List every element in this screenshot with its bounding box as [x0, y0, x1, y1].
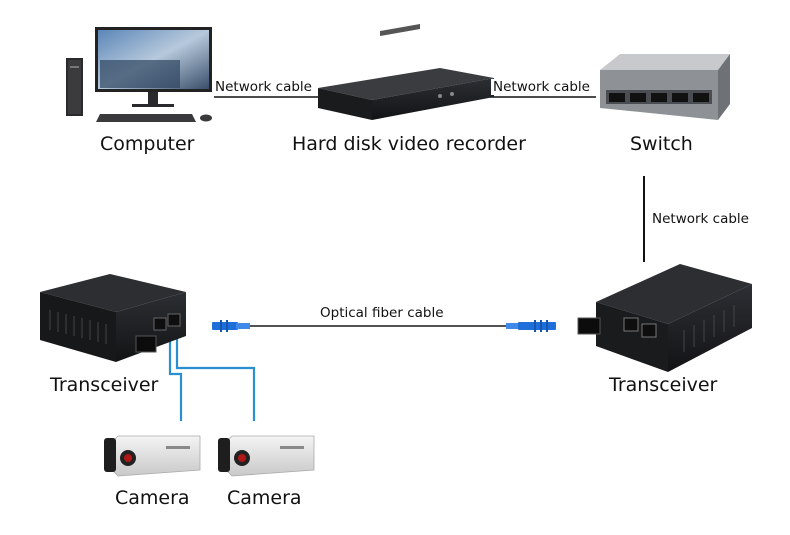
- fiber-connector-right-icon: [506, 320, 556, 332]
- node-label-camera-2: Camera: [227, 487, 302, 509]
- network-cables: [214, 97, 644, 262]
- link-label-fiber: Optical fiber cable: [318, 305, 446, 321]
- fiber-cable: [212, 320, 556, 332]
- transceiver-left-icon: [40, 274, 186, 362]
- transceiver-right-icon: [578, 264, 752, 372]
- node-label-transceiver-right: Transceiver: [609, 374, 717, 396]
- node-label-transceiver-left: Transceiver: [50, 374, 158, 396]
- link-label-recorder-switch: Network cable: [491, 79, 592, 95]
- link-label-computer-recorder: Network cable: [213, 79, 314, 95]
- camera-2-icon: [218, 436, 314, 476]
- node-label-camera-1: Camera: [115, 487, 190, 509]
- computer-icon: [66, 27, 212, 122]
- camera-cables: [170, 332, 254, 421]
- switch-icon: [600, 54, 730, 120]
- fiber-connector-left-icon: [212, 320, 250, 332]
- recorder-icon: [318, 24, 494, 120]
- camera-1-icon: [104, 436, 200, 476]
- node-label-switch: Switch: [630, 133, 693, 155]
- link-label-switch-transceiver: Network cable: [650, 211, 751, 227]
- node-label-computer: Computer: [100, 133, 194, 155]
- node-label-recorder: Hard disk video recorder: [292, 133, 526, 155]
